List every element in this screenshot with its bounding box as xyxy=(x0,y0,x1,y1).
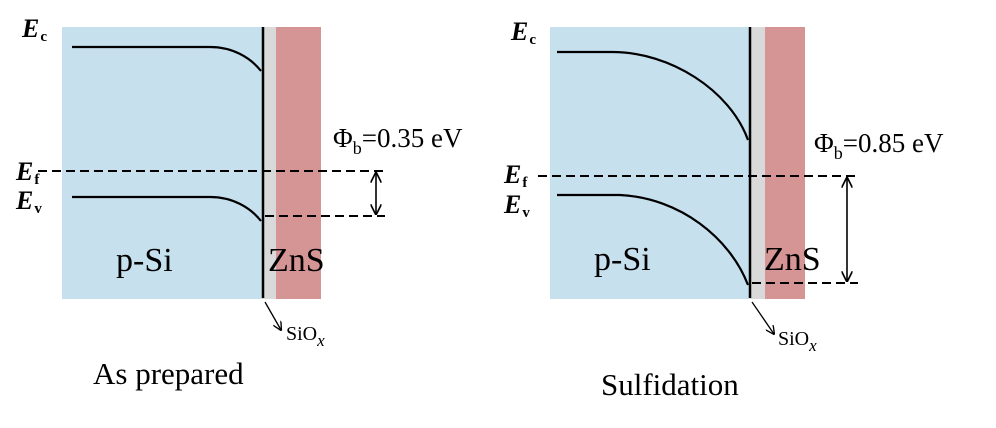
zns-region xyxy=(765,27,805,299)
caption-as-prepared: As prepared xyxy=(93,356,244,391)
panel-sulfidation: Ec Ef Ev p-Si ZnS Φb=0.85 eV SiOx Sulfid… xyxy=(503,17,944,402)
caption-sulfidation: Sulfidation xyxy=(601,367,739,402)
sio-pointer-arrow xyxy=(264,301,281,330)
psi-label: p-Si xyxy=(594,241,651,278)
zns-label: ZnS xyxy=(764,241,821,278)
ef-label: Ef xyxy=(503,160,528,191)
ec-label: Ec xyxy=(21,14,47,45)
barrier-height-label: Φb=0.85 eV xyxy=(814,128,944,163)
sio-layer xyxy=(263,27,276,299)
ev-label: Ev xyxy=(15,186,42,217)
conduction-band-curve xyxy=(72,45,262,72)
ef-label: Ef xyxy=(15,157,40,188)
conduction-band-curve xyxy=(557,50,750,141)
barrier-height-label: Φb=0.35 eV xyxy=(333,123,463,158)
sio-layer xyxy=(750,27,765,299)
psi-label: p-Si xyxy=(116,242,173,279)
zns-region xyxy=(276,27,321,299)
valence-band-curve xyxy=(557,193,750,286)
psi-region xyxy=(550,27,750,299)
zns-label: ZnS xyxy=(268,242,325,279)
sio-label: SiOx xyxy=(778,328,817,355)
ev-label: Ev xyxy=(503,190,530,221)
sio-label: SiOx xyxy=(286,323,325,350)
sio-pointer-arrow xyxy=(751,301,774,334)
valence-band-curve xyxy=(72,195,262,222)
panel-as-prepared: Ec Ef Ev p-Si ZnS Φb=0.35 eV SiOx As pre… xyxy=(15,14,463,391)
ec-label: Ec xyxy=(510,17,536,48)
psi-region xyxy=(62,27,263,299)
